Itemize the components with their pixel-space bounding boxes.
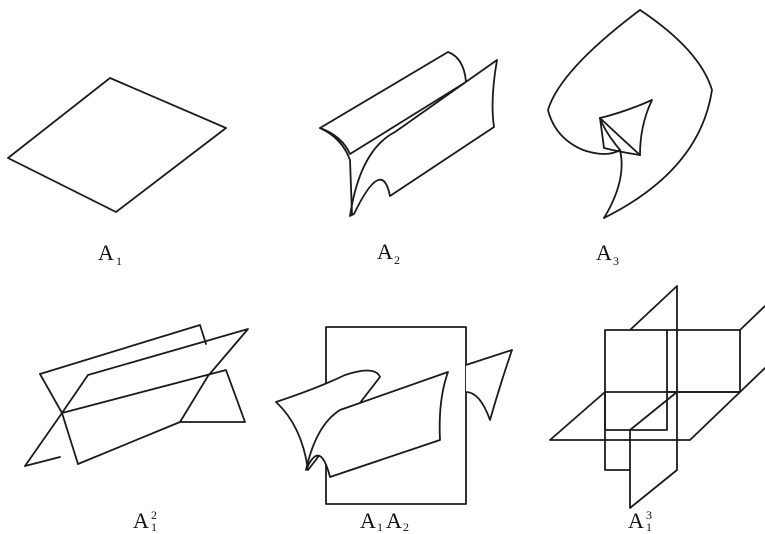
svg-text:A: A <box>377 239 393 264</box>
a2-fold <box>319 51 498 217</box>
label-a1-squared: A 2 1 <box>133 508 157 534</box>
label-a1a2: A 1 A 2 <box>360 508 409 534</box>
label-a3: A 3 <box>596 240 619 268</box>
a3-cusp <box>547 9 713 219</box>
a1-cubed-planes <box>549 285 765 509</box>
label-a1-cubed: A 3 1 <box>628 508 652 534</box>
svg-text:1: 1 <box>646 520 652 534</box>
svg-text:3: 3 <box>613 254 619 268</box>
a1a2-plane-fold <box>275 326 513 505</box>
a1-plane <box>7 77 227 213</box>
a1-squared-planes <box>24 324 249 467</box>
svg-text:A: A <box>98 240 114 265</box>
svg-text:2: 2 <box>394 253 400 267</box>
svg-text:2: 2 <box>151 508 157 522</box>
svg-text:1: 1 <box>151 520 157 534</box>
svg-text:A: A <box>628 508 644 533</box>
svg-text:3: 3 <box>646 508 652 522</box>
svg-text:A: A <box>596 240 612 265</box>
svg-text:2: 2 <box>403 520 409 534</box>
svg-text:A: A <box>360 508 376 533</box>
svg-text:1: 1 <box>116 254 122 268</box>
label-a2: A 2 <box>377 239 400 267</box>
label-a1: A 1 <box>98 240 122 268</box>
svg-text:A: A <box>386 508 402 533</box>
svg-text:A: A <box>133 508 149 533</box>
svg-text:1: 1 <box>377 520 383 534</box>
